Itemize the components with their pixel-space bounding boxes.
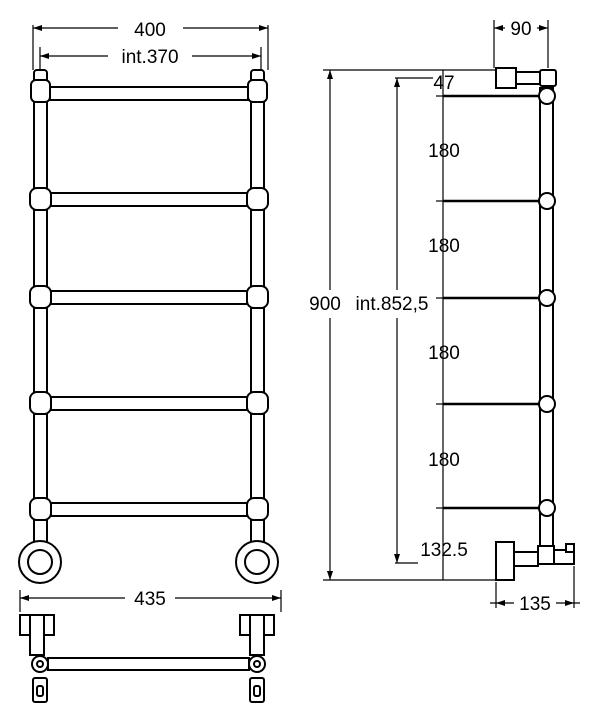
label-rung-spacing-4: 180	[428, 450, 460, 471]
side-view: 90 900 int.852,5 47 18	[309, 19, 580, 615]
label-internal-height: int.852,5	[356, 294, 429, 315]
rail-1	[49, 86, 249, 101]
top-view-rail	[47, 657, 250, 671]
dimension-wall-offset: 90	[493, 19, 549, 68]
rail-4	[50, 396, 248, 411]
rail-3	[50, 290, 248, 305]
label-rung-spacing-2: 180	[428, 236, 460, 257]
dimension-internal-height: int.852,5	[356, 77, 433, 564]
dimension-internal-width: int.370	[39, 47, 262, 70]
side-upright	[538, 87, 556, 549]
dimension-overall-width: 400	[32, 20, 269, 70]
label-overall-depth-width: 435	[134, 589, 166, 610]
label-rung-spacing-1: 180	[428, 141, 460, 162]
label-rung-spacing-3: 180	[428, 343, 460, 364]
label-wall-offset: 90	[510, 19, 531, 40]
label-overall-width: 400	[134, 20, 166, 41]
right-upright	[235, 69, 279, 584]
side-top-bracket	[495, 67, 557, 89]
top-view: 435	[19, 589, 282, 703]
left-wall-bracket	[19, 614, 55, 703]
dimension-valve-projection: 135	[490, 566, 580, 615]
label-overall-height: 900	[309, 294, 341, 315]
dimension-overall-height: 900	[309, 69, 502, 581]
label-internal-width: int.370	[121, 47, 178, 68]
dimension-overall-depth-width: 435	[19, 589, 282, 612]
label-valve-projection: 135	[519, 594, 551, 615]
label-bottom-offset: 132.5	[420, 540, 468, 561]
label-top-offset: 47	[433, 73, 454, 94]
front-view: 400 int.370	[18, 20, 279, 584]
rail-5	[50, 502, 248, 517]
side-bottom-valve	[495, 541, 575, 581]
rail-2	[50, 192, 248, 207]
